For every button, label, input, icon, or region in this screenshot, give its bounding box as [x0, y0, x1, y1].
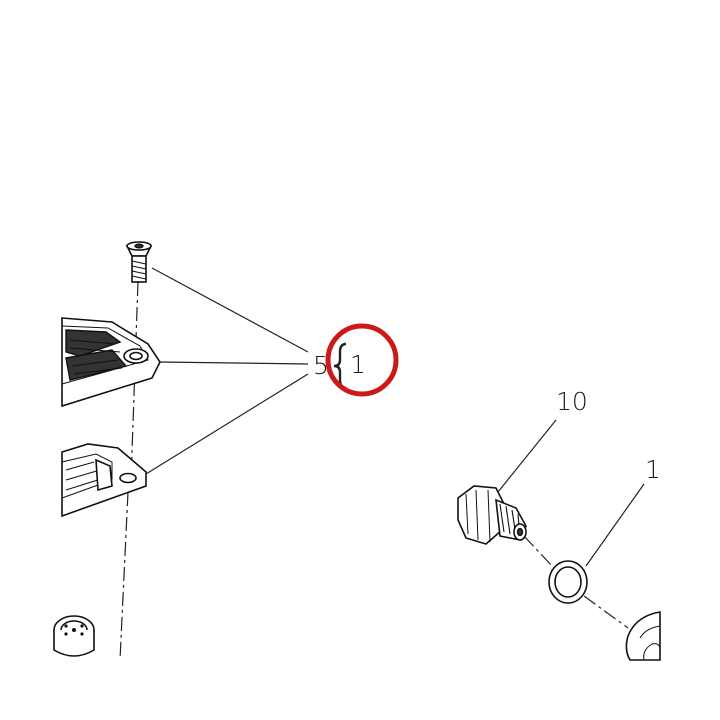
assembly-axis-upper — [130, 281, 139, 481]
leader-washer — [585, 483, 645, 567]
callout-plate-group-ref: 1 — [350, 350, 366, 379]
label-plate — [61, 317, 161, 408]
washer-axis — [583, 595, 629, 629]
callout-banjo-bolt: 10 — [556, 387, 588, 416]
cover-housing — [61, 443, 147, 518]
leader-housing — [145, 373, 309, 475]
sealing-washer — [548, 560, 588, 604]
round-cap-part — [53, 615, 95, 657]
leader-plate — [159, 361, 309, 365]
leader-banjo-bolt — [497, 419, 557, 493]
banjo-bolt — [457, 485, 527, 545]
assembly-axis-lower — [119, 491, 129, 661]
countersunk-screw — [125, 241, 153, 283]
connector-part — [625, 611, 661, 661]
leader-screw — [151, 267, 309, 353]
highlight-circle — [325, 323, 399, 397]
callout-plate-group: 5 — [313, 351, 329, 380]
bolt-axis — [523, 535, 553, 567]
callout-washer: 1 — [645, 455, 661, 484]
